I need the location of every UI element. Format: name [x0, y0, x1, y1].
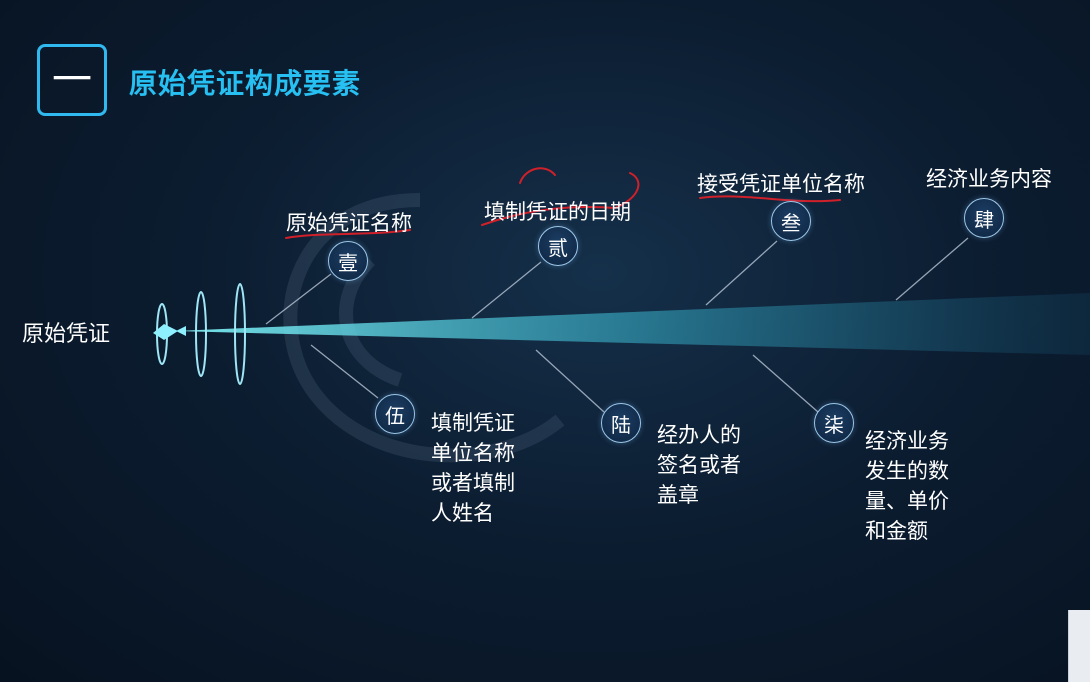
section-number-box: 一 [37, 44, 107, 116]
page-title: 原始凭证构成要素 [129, 67, 362, 100]
element-4-label: 经济业务内容 [926, 167, 1052, 191]
lens-ring [234, 283, 246, 385]
window-edge [1068, 610, 1090, 682]
light-beam [175, 293, 1090, 355]
lens-ring [195, 291, 207, 377]
emitter-icon [153, 324, 186, 340]
connector-2 [471, 261, 542, 319]
element-3-numeral: 叁 [771, 201, 811, 241]
connector-1 [265, 273, 332, 325]
section-number: 一 [52, 57, 92, 103]
element-5-numeral: 伍 [375, 394, 415, 434]
connector-5 [310, 344, 379, 399]
element-3-label: 接受凭证单位名称 [697, 172, 865, 196]
element-2-label: 填制凭证的日期 [484, 200, 631, 224]
element-4-numeral: 肆 [964, 198, 1004, 238]
root-node-label: 原始凭证 [22, 322, 111, 347]
circle-2 [519, 167, 556, 184]
connector-3 [705, 240, 778, 306]
handwritten-annotations [285, 167, 841, 239]
connector-7 [752, 354, 819, 413]
element-7-numeral: 柒 [814, 403, 854, 443]
element-7-label: 经济业务 发生的数 量、单价 和金额 [865, 429, 949, 543]
underline-2 [481, 172, 640, 226]
underline-1 [285, 229, 411, 239]
element-5-label: 填制凭证 单位名称 或者填制 人姓名 [431, 411, 515, 525]
element-6-numeral: 陆 [601, 403, 641, 443]
connector-6 [535, 349, 605, 413]
connector-4 [895, 237, 969, 301]
element-1-label: 原始凭证名称 [286, 211, 412, 235]
element-1-numeral: 壹 [328, 241, 368, 281]
element-6-label: 经办人的 签名或者 盖章 [657, 423, 741, 507]
element-2-numeral: 贰 [538, 226, 578, 266]
connector-lines [265, 237, 969, 413]
underline-3 [699, 195, 841, 203]
